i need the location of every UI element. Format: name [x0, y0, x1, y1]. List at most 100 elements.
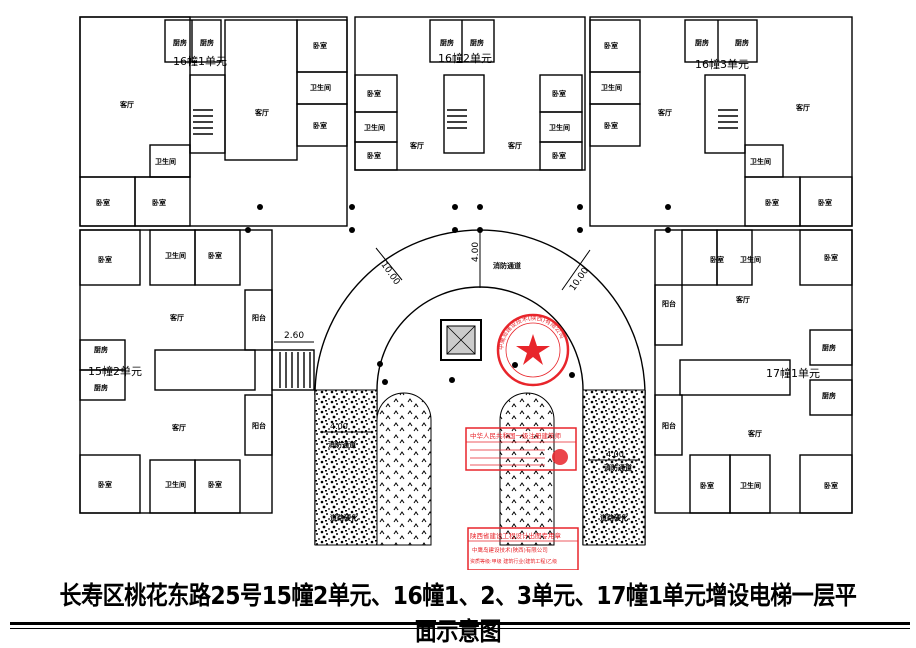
- building-15-2: [79, 229, 315, 514]
- design-stamp: 中鹰岛建设技术(陕西)有限公司: [496, 313, 570, 387]
- svg-text:阳台: 阳台: [252, 313, 266, 322]
- svg-text:卧室: 卧室: [313, 121, 327, 130]
- unit-labels: 16幢1单元 16幢2单元 16幢3单元 15幢2单元 17幢1单元: [88, 51, 820, 380]
- svg-text:卧室: 卧室: [700, 481, 714, 490]
- svg-text:卧室: 卧室: [208, 480, 222, 489]
- svg-text:4.00: 4.00: [471, 242, 481, 262]
- svg-text:客厅: 客厅: [169, 313, 184, 322]
- svg-text:卧室: 卧室: [208, 251, 222, 260]
- svg-text:卧室: 卧室: [552, 151, 566, 160]
- svg-text:10.00: 10.00: [378, 260, 401, 287]
- drawing-title: 长寿区桃花东路25号15幢2单元、16幢1、2、3单元、17幢1单元增设电梯一层…: [59, 581, 857, 646]
- svg-text:客厅: 客厅: [171, 423, 186, 432]
- svg-text:2.60: 2.60: [284, 331, 304, 341]
- svg-text:卧室: 卧室: [765, 198, 779, 207]
- svg-text:卫生间: 卫生间: [740, 255, 761, 264]
- label-16-2: 16幢2单元: [438, 51, 492, 65]
- svg-text:客厅: 客厅: [747, 429, 762, 438]
- svg-text:4.00: 4.00: [330, 422, 348, 431]
- dim-2-60: 2.60: [274, 331, 314, 343]
- svg-text:客厅: 客厅: [657, 108, 672, 117]
- svg-text:卫生间: 卫生间: [750, 157, 771, 166]
- svg-text:中华人民共和国一级注册建筑师: 中华人民共和国一级注册建筑师: [470, 431, 562, 440]
- dim-4-00-right: 4.00: [588, 450, 640, 461]
- drawing-seal: 陕西省建设工程设计出图专用章 中鹰岛建设技术(陕西)有限公司 资质等级:甲级 建…: [467, 527, 579, 570]
- svg-text:客厅: 客厅: [735, 295, 750, 304]
- label-15-2: 15幢2单元: [88, 364, 142, 378]
- green-strip-right: [499, 392, 555, 546]
- road-labels: 消防通道 消防通道 消防通道 道路硬化 道路硬化: [328, 261, 632, 522]
- dim-10-left: 10.00: [375, 247, 403, 287]
- svg-text:卧室: 卧室: [552, 89, 566, 98]
- svg-text:客厅: 客厅: [409, 141, 424, 150]
- svg-text:卫生间: 卫生间: [549, 123, 570, 132]
- building-16-3: [589, 16, 853, 227]
- dim-4-00-left: 4.00: [320, 422, 372, 433]
- label-16-3: 16幢3单元: [695, 57, 749, 71]
- title-rule-thick: [10, 622, 910, 625]
- building-16-2: [354, 16, 586, 171]
- svg-text:客厅: 客厅: [254, 108, 269, 117]
- svg-text:卧室: 卧室: [367, 151, 381, 160]
- svg-text:卫生间: 卫生间: [364, 123, 385, 132]
- green-strip-left: [376, 392, 432, 546]
- dim-4-00-top: 4.00: [471, 228, 481, 288]
- elevator-shaft: [440, 319, 482, 361]
- room-labels: 厨房 厨房 卧室 卫生间 卧室 客厅 客厅 卫生间 卧室 卧室 厨房 厨房 卧室…: [94, 38, 838, 490]
- svg-text:阳台: 阳台: [662, 421, 676, 430]
- svg-text:卫生间: 卫生间: [601, 83, 622, 92]
- column-dots: [245, 204, 671, 385]
- svg-text:厨房: 厨房: [822, 343, 836, 352]
- svg-text:卫生间: 卫生间: [310, 83, 331, 92]
- svg-text:厨房: 厨房: [94, 345, 108, 354]
- svg-text:卧室: 卧室: [818, 198, 832, 207]
- svg-text:厨房: 厨房: [822, 391, 836, 400]
- svg-text:资质等级:甲级 建筑行业(建筑工程)乙级: 资质等级:甲级 建筑行业(建筑工程)乙级: [470, 558, 557, 565]
- svg-text:卧室: 卧室: [367, 89, 381, 98]
- title-rule-thin: [10, 628, 910, 629]
- svg-text:厨房: 厨房: [735, 38, 749, 47]
- svg-text:阳台: 阳台: [662, 299, 676, 308]
- svg-text:卧室: 卧室: [152, 198, 166, 207]
- svg-text:中鹰岛建设技术(陕西)有限公司: 中鹰岛建设技术(陕西)有限公司: [472, 546, 548, 554]
- svg-text:卫生间: 卫生间: [165, 251, 186, 260]
- architect-stamp: 中华人民共和国一级注册建筑师: [465, 427, 577, 471]
- svg-text:厨房: 厨房: [94, 383, 108, 392]
- svg-text:厨房: 厨房: [440, 38, 454, 47]
- svg-text:卧室: 卧室: [98, 255, 112, 264]
- svg-text:卧室: 卧室: [824, 481, 838, 490]
- building-16-1: [79, 16, 348, 227]
- svg-text:4.00: 4.00: [606, 450, 624, 459]
- svg-text:厨房: 厨房: [200, 38, 214, 47]
- svg-text:陕西省建设工程设计出图专用章: 陕西省建设工程设计出图专用章: [470, 531, 562, 540]
- svg-text:卧室: 卧室: [96, 198, 110, 207]
- svg-text:道路硬化: 道路硬化: [330, 513, 358, 522]
- hardened-road-right: [582, 389, 646, 546]
- svg-text:消防通道: 消防通道: [493, 261, 521, 270]
- svg-text:卧室: 卧室: [98, 480, 112, 489]
- building-17-1: [654, 229, 853, 514]
- svg-text:消防通道: 消防通道: [604, 463, 632, 472]
- svg-text:客厅: 客厅: [795, 103, 810, 112]
- svg-text:卫生间: 卫生间: [155, 157, 176, 166]
- svg-text:卧室: 卧室: [604, 121, 618, 130]
- svg-text:卧室: 卧室: [710, 255, 724, 264]
- svg-text:厨房: 厨房: [695, 38, 709, 47]
- hardened-road-left: [314, 389, 378, 546]
- svg-text:卧室: 卧室: [604, 41, 618, 50]
- label-16-1: 16幢1单元: [173, 54, 227, 68]
- svg-text:卧室: 卧室: [313, 41, 327, 50]
- svg-text:卫生间: 卫生间: [165, 480, 186, 489]
- svg-text:10.00: 10.00: [568, 266, 591, 293]
- svg-text:消防通道: 消防通道: [328, 440, 356, 449]
- svg-text:客厅: 客厅: [507, 141, 522, 150]
- svg-text:阳台: 阳台: [252, 421, 266, 430]
- svg-text:卧室: 卧室: [824, 253, 838, 262]
- svg-text:厨房: 厨房: [173, 38, 187, 47]
- svg-text:厨房: 厨房: [470, 38, 484, 47]
- label-17-1: 17幢1单元: [766, 366, 820, 380]
- dim-10-right: 10.00: [561, 249, 591, 293]
- svg-text:道路硬化: 道路硬化: [600, 513, 628, 522]
- svg-text:卫生间: 卫生间: [740, 481, 761, 490]
- svg-text:客厅: 客厅: [119, 100, 134, 109]
